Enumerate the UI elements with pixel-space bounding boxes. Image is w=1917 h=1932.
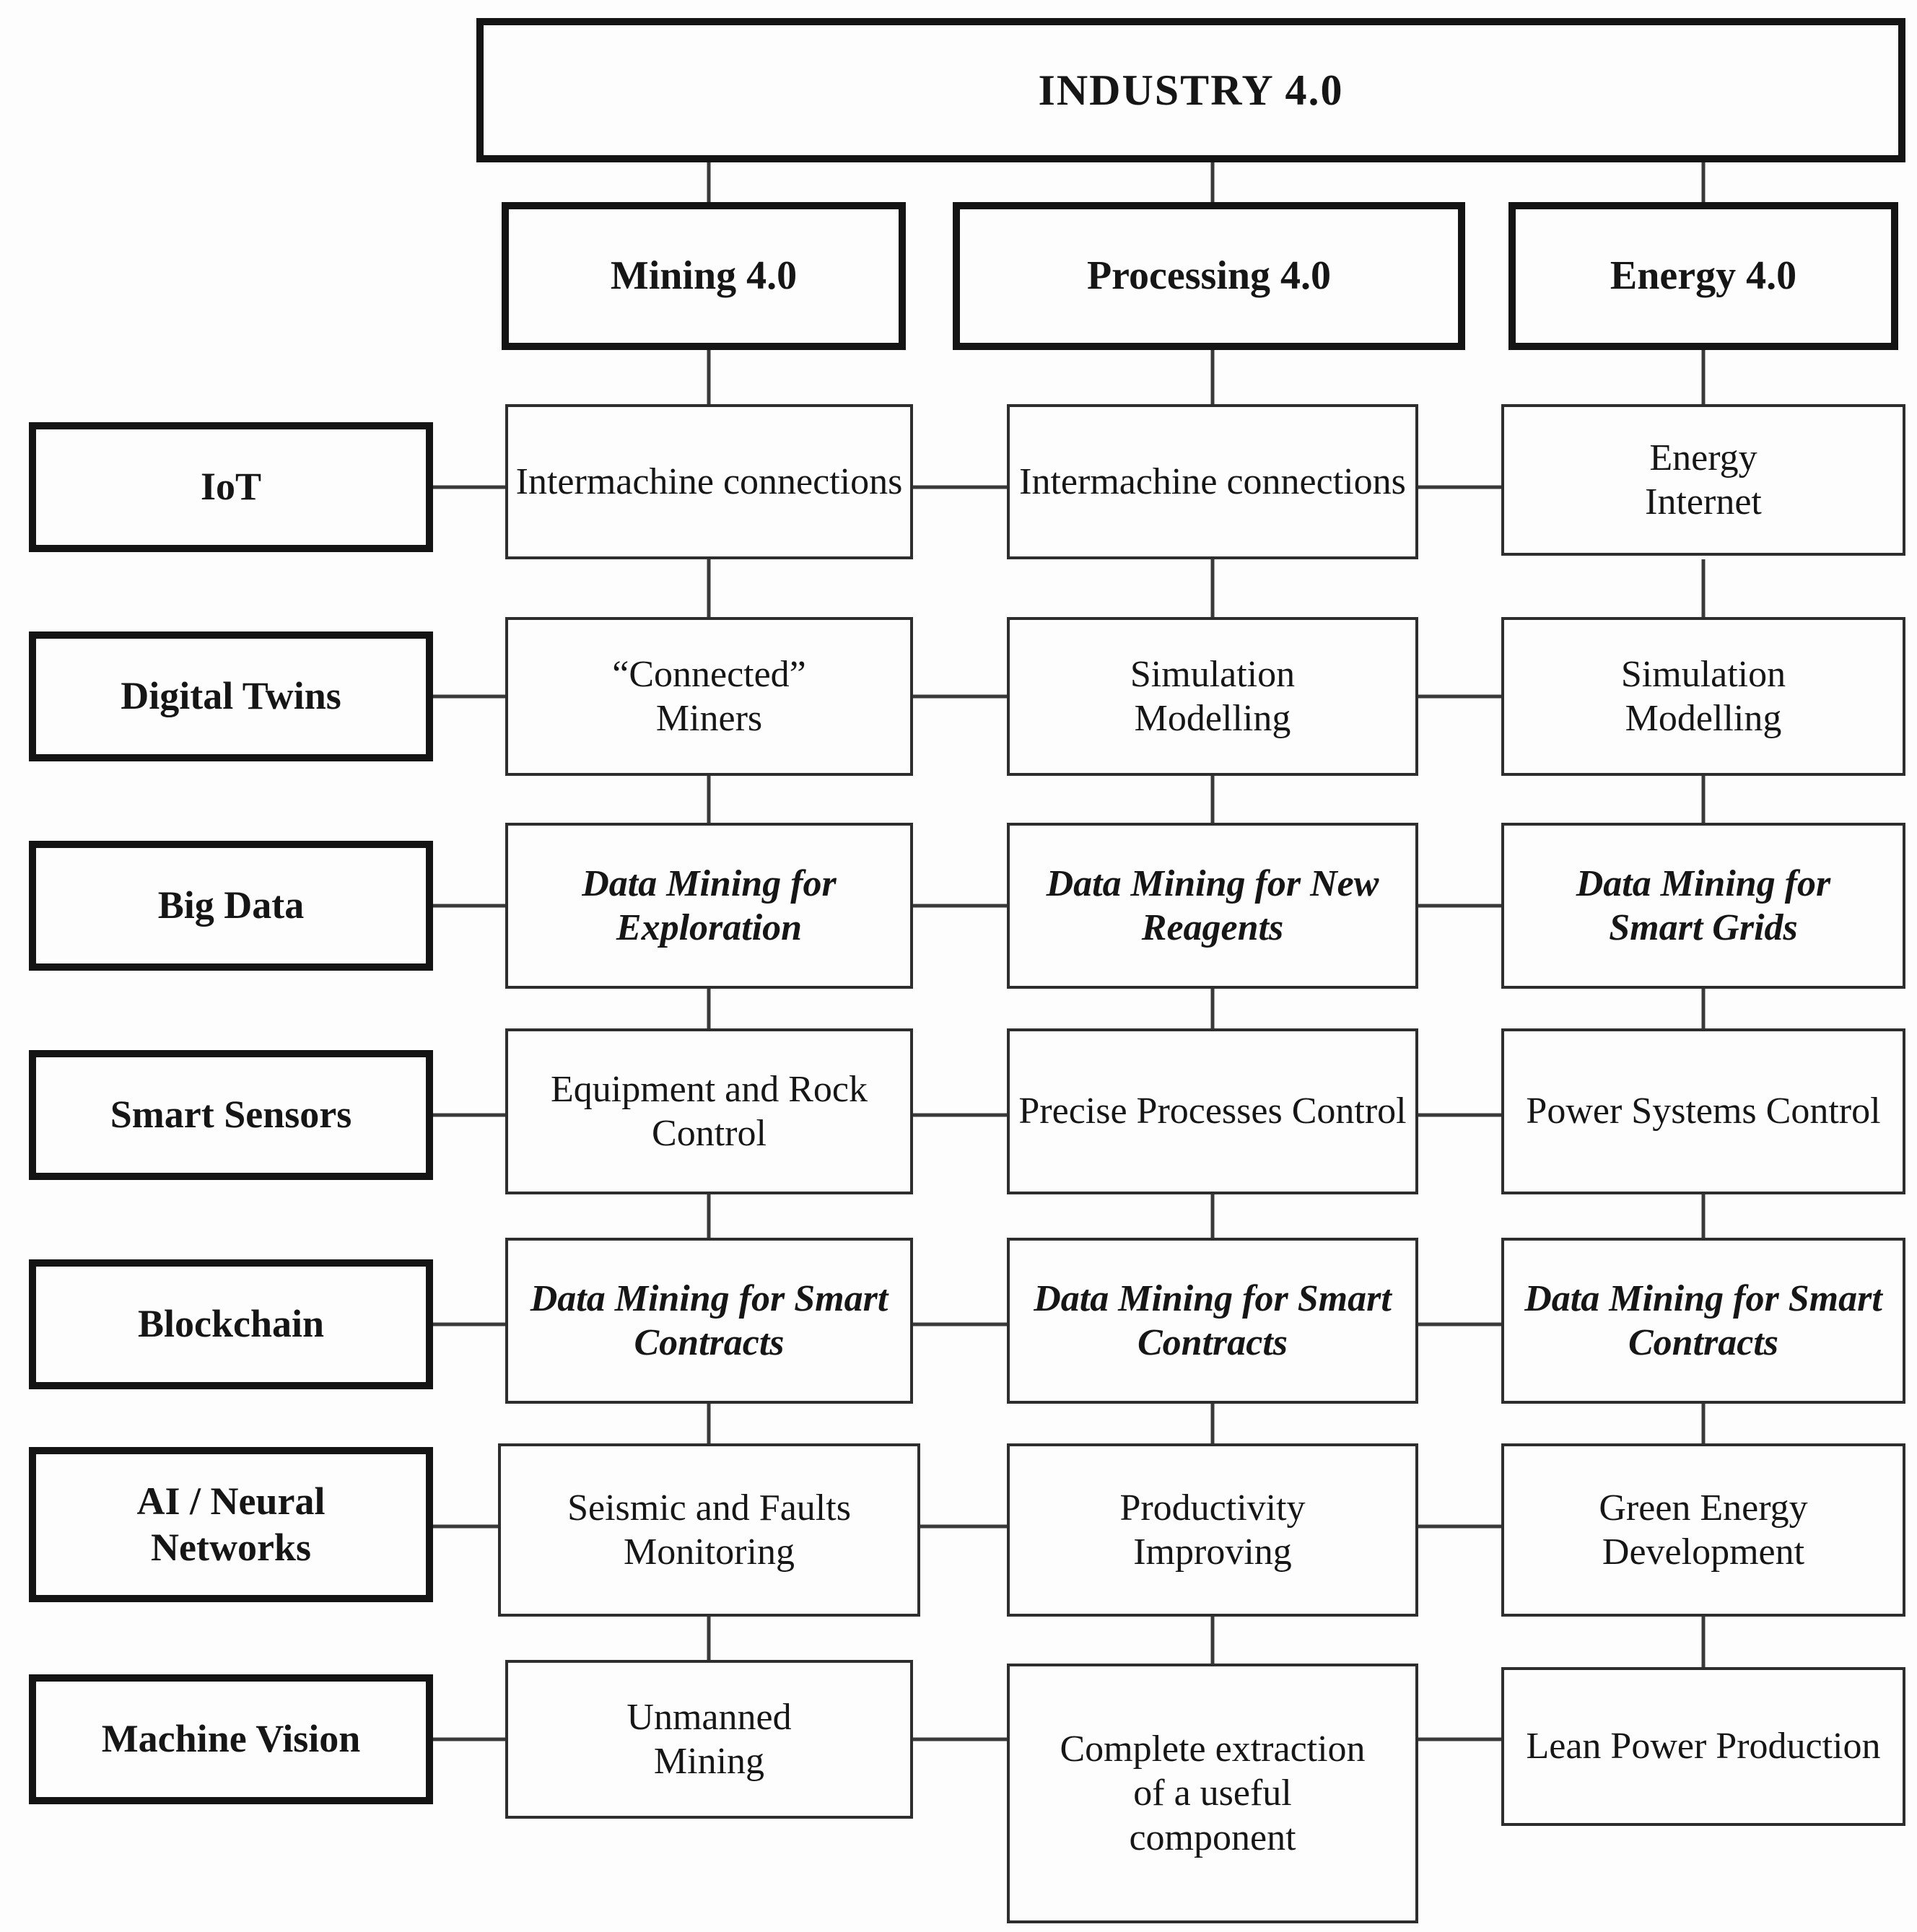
cell-mining-digital-twins: “Connected” Miners (505, 617, 913, 776)
row-label-digital-twins: Digital Twins (29, 631, 433, 761)
cell-processing-ai: Productivity Improving (1007, 1443, 1418, 1617)
cell-processing-smart-sensors: Precise Processes Control (1007, 1028, 1418, 1194)
cell-text: Simulation Modelling (1620, 653, 1786, 739)
cell-mining-iot: Intermachine connections (505, 404, 913, 559)
cell-energy-iot: Energy Internet (1501, 404, 1905, 556)
cell-text: Intermachine connections (515, 460, 903, 502)
cell-energy-smart-sensors: Power Systems Control (1501, 1028, 1905, 1194)
branch-label: Mining 4.0 (610, 253, 798, 299)
cell-text: Green Energy Development (1599, 1487, 1808, 1573)
diagram-title: INDUSTRY 4.0 (1038, 66, 1344, 114)
cell-energy-ai: Green Energy Development (1501, 1443, 1905, 1617)
cell-mining-ai: Seismic and Faults Monitoring (498, 1443, 920, 1617)
cell-text: Lean Power Production (1526, 1726, 1881, 1767)
row-label-ai-neural-networks: AI / Neural Networks (29, 1447, 433, 1602)
branch-energy: Energy 4.0 (1508, 202, 1898, 350)
cell-mining-smart-sensors: Equipment and Rock Control (505, 1028, 913, 1194)
cell-energy-machine-vision: Lean Power Production (1501, 1667, 1905, 1826)
cell-mining-machine-vision: Unmanned Mining (505, 1660, 913, 1819)
cell-text: Data Mining for Smart Grids (1576, 862, 1831, 948)
cell-text: Intermachine connections (1019, 460, 1406, 502)
cell-text: Simulation Modelling (1130, 653, 1296, 739)
cell-energy-digital-twins: Simulation Modelling (1501, 617, 1905, 776)
cell-text: Data Mining for Smart Contracts (1524, 1277, 1882, 1363)
cell-mining-blockchain: Data Mining for Smart Contracts (505, 1238, 913, 1404)
row-label-text: Blockchain (137, 1302, 325, 1346)
cell-energy-big-data: Data Mining for Smart Grids (1501, 823, 1905, 989)
cell-processing-iot: Intermachine connections (1007, 404, 1418, 559)
row-label-big-data: Big Data (29, 841, 433, 971)
cell-text: Data Mining for Smart Contracts (530, 1277, 888, 1363)
cell-processing-machine-vision: Complete extraction of a useful componen… (1007, 1664, 1418, 1923)
title-box: INDUSTRY 4.0 (476, 18, 1905, 162)
cell-text: Unmanned Mining (626, 1696, 792, 1782)
cell-text: Data Mining for Exploration (582, 862, 837, 948)
row-label-blockchain: Blockchain (29, 1259, 433, 1389)
row-label-machine-vision: Machine Vision (29, 1674, 433, 1804)
branch-processing: Processing 4.0 (953, 202, 1465, 350)
cell-text: Data Mining for New Reagents (1046, 862, 1379, 948)
row-label-text: AI / Neural Networks (136, 1479, 326, 1569)
row-label-text: Big Data (157, 883, 305, 927)
row-label-text: Smart Sensors (110, 1093, 352, 1137)
cell-mining-big-data: Data Mining for Exploration (505, 823, 913, 989)
cell-text: Seismic and Faults Monitoring (567, 1487, 851, 1573)
branch-label: Processing 4.0 (1086, 253, 1332, 299)
row-label-iot: IoT (29, 422, 433, 552)
cell-text: “Connected” Miners (612, 653, 806, 739)
cell-processing-blockchain: Data Mining for Smart Contracts (1007, 1238, 1418, 1404)
branch-mining: Mining 4.0 (502, 202, 906, 350)
row-label-text: Machine Vision (101, 1717, 361, 1761)
cell-text: Equipment and Rock Control (550, 1068, 868, 1154)
branch-label: Energy 4.0 (1610, 253, 1797, 299)
cell-text: Energy Internet (1645, 437, 1762, 523)
cell-processing-big-data: Data Mining for New Reagents (1007, 823, 1418, 989)
cell-text: Precise Processes Control (1018, 1090, 1407, 1132)
cell-energy-blockchain: Data Mining for Smart Contracts (1501, 1238, 1905, 1404)
cell-text: Complete extraction of a useful componen… (1060, 1728, 1366, 1858)
row-label-text: IoT (200, 465, 262, 509)
row-label-text: Digital Twins (121, 674, 341, 718)
cell-processing-digital-twins: Simulation Modelling (1007, 617, 1418, 776)
cell-text: Data Mining for Smart Contracts (1034, 1277, 1392, 1363)
row-label-smart-sensors: Smart Sensors (29, 1050, 433, 1180)
cell-text: Productivity Improving (1119, 1487, 1306, 1573)
cell-text: Power Systems Control (1526, 1090, 1881, 1132)
